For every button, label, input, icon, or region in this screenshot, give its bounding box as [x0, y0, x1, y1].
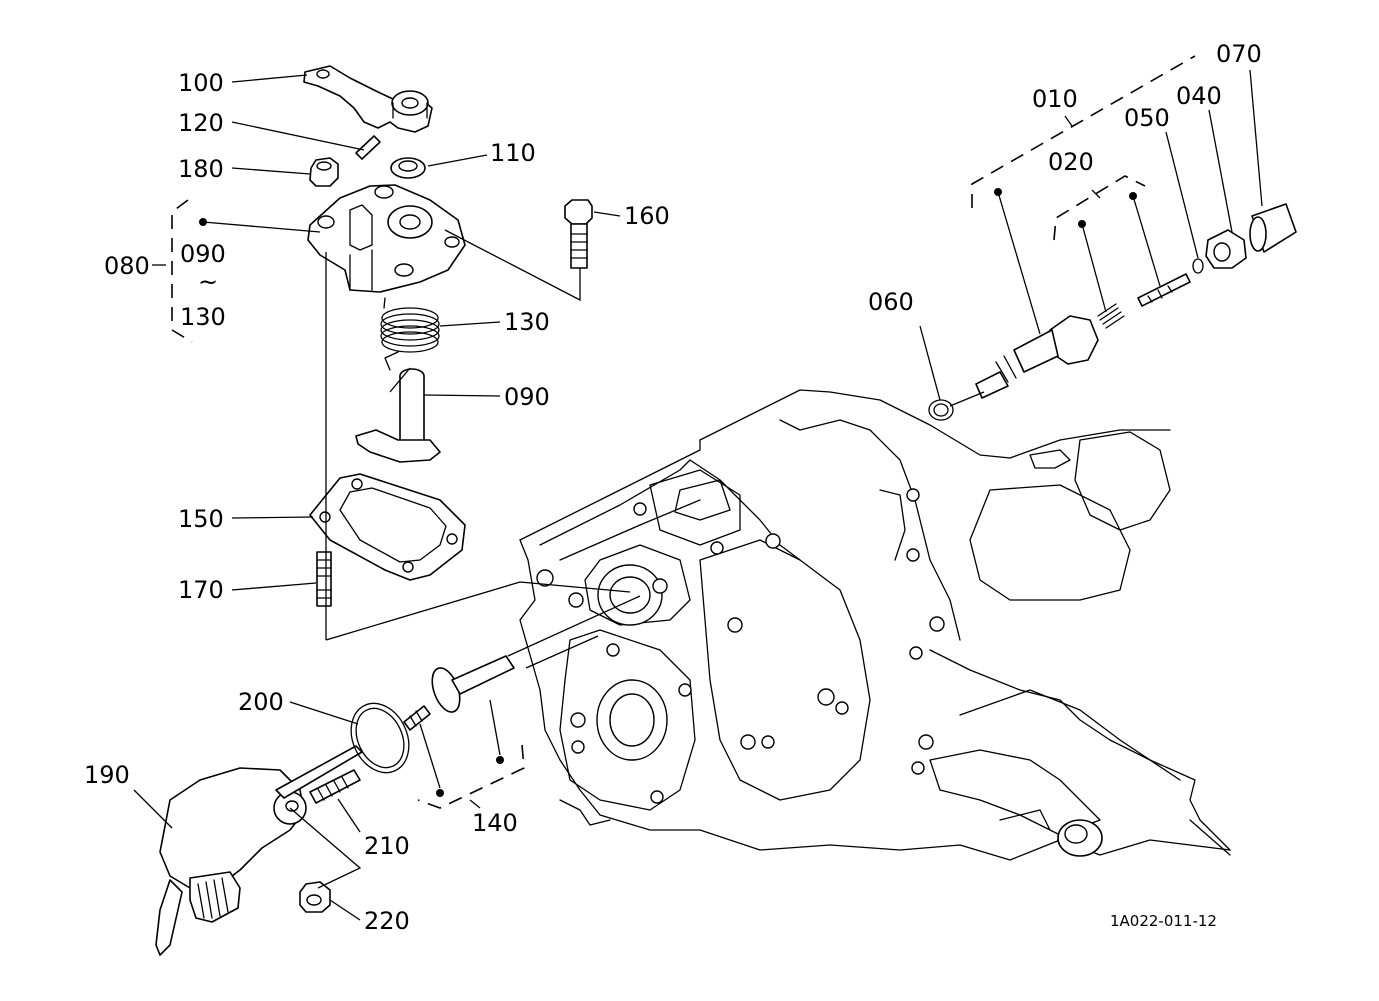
label-110: 110	[490, 139, 536, 167]
label-range-separator: ~	[198, 268, 218, 296]
stud-210-drawing	[309, 769, 361, 804]
label-210: 210	[364, 832, 410, 860]
label-050: 050	[1124, 104, 1170, 132]
nut-180-drawing	[309, 157, 339, 187]
label-130: 130	[504, 308, 550, 336]
nut-220-drawing	[299, 881, 331, 913]
label-190: 190	[84, 761, 130, 789]
lever-100-drawing	[303, 65, 433, 133]
pin-120-drawing	[355, 135, 381, 160]
plug-010-drawing	[975, 315, 1099, 399]
group-bracket-010	[971, 55, 1196, 208]
seal-110-drawing	[390, 157, 426, 179]
solenoid-190-drawing	[155, 745, 363, 956]
label-080: 080	[104, 252, 150, 280]
label-060: 060	[868, 288, 914, 316]
label-140: 140	[472, 809, 518, 837]
label-200: 200	[238, 688, 284, 716]
nut-040-drawing	[1205, 229, 1247, 269]
label-010: 010	[1032, 85, 1078, 113]
label-040: 040	[1176, 82, 1222, 110]
assembly-lines	[289, 229, 985, 889]
label-150: 150	[178, 505, 224, 533]
label-070: 070	[1216, 40, 1262, 68]
drawing-code: 1A022-011-12	[1110, 912, 1217, 930]
valve-020-drawing	[1137, 273, 1191, 307]
group-bracket-080	[152, 199, 207, 343]
label-180: 180	[178, 155, 224, 183]
cap-070-drawing	[1249, 203, 1297, 253]
label-090-range-start: 090	[180, 240, 226, 268]
label-130-range-end: 130	[180, 303, 226, 331]
label-220: 220	[364, 907, 410, 935]
engine-block-drawing	[519, 389, 1231, 861]
label-100: 100	[178, 69, 224, 97]
spring-pin-140-drawing	[403, 705, 431, 731]
leader-lines	[133, 69, 1263, 921]
label-090: 090	[504, 383, 550, 411]
gasket-150-drawing	[309, 473, 466, 581]
group-bracket-020	[1053, 175, 1146, 241]
o-ring-200-drawing	[350, 702, 410, 774]
plunger-140-drawing	[431, 655, 515, 713]
o-ring-050-drawing	[1192, 258, 1204, 274]
bolt-160-drawing	[564, 199, 593, 269]
label-120: 120	[178, 109, 224, 137]
label-020: 020	[1048, 148, 1094, 176]
spring-020-drawing	[1097, 303, 1125, 329]
label-170: 170	[178, 576, 224, 604]
label-160: 160	[624, 202, 670, 230]
spring-130-drawing	[380, 297, 440, 371]
bracket-housing-drawing	[307, 184, 466, 293]
stud-170-drawing	[316, 551, 332, 607]
washer-060-drawing	[928, 399, 954, 421]
part-labels: 100 120 180 110 080 090 ~ 130 160 130 09…	[84, 40, 1262, 935]
group-bracket-140	[417, 699, 525, 809]
